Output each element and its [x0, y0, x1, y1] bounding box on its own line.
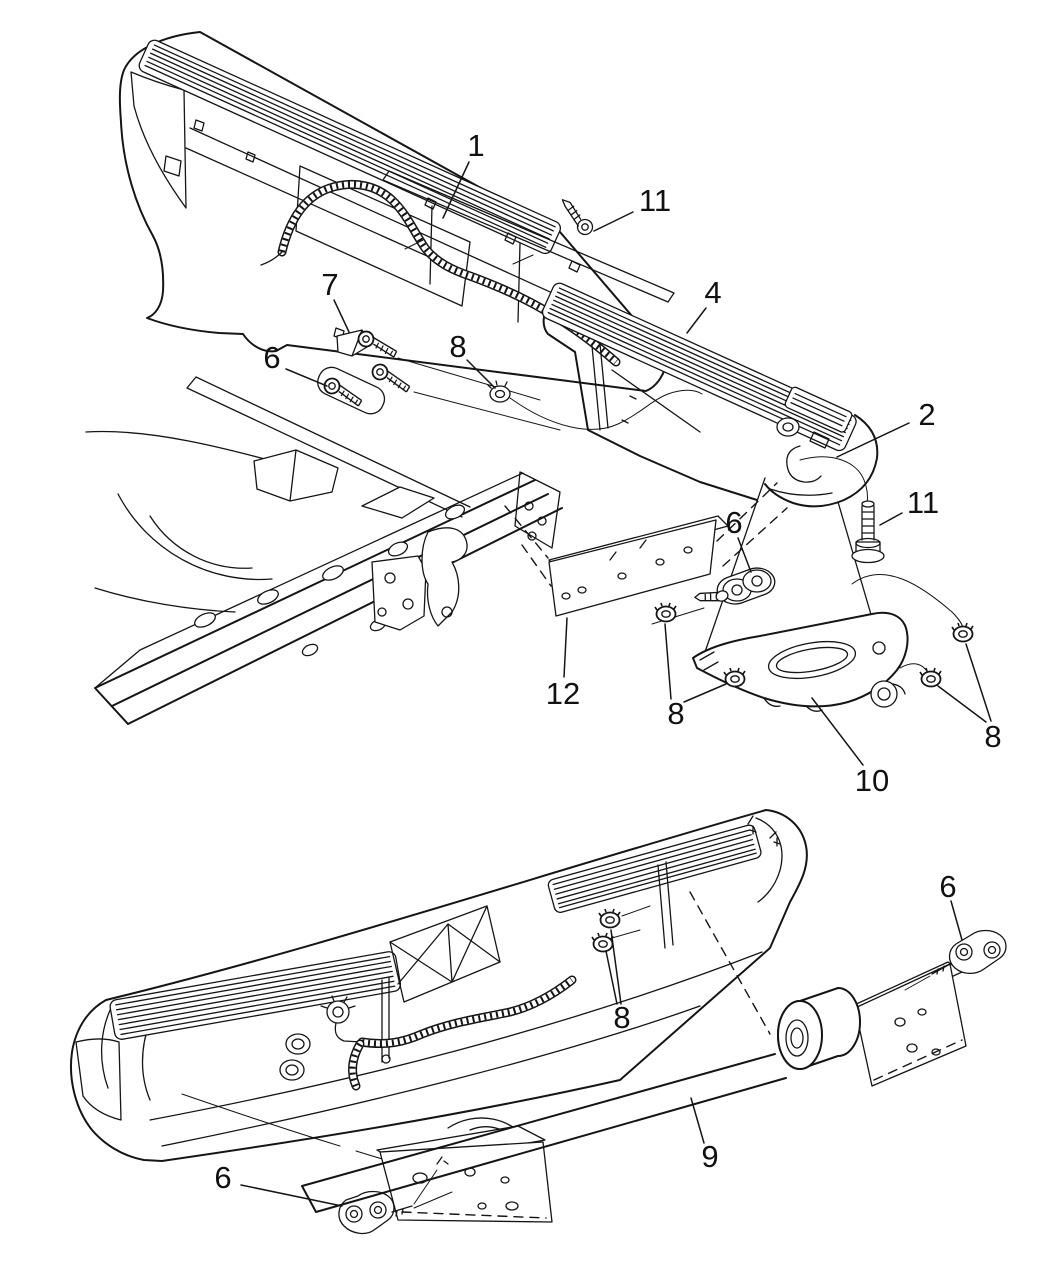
- link-bracket-right: [904, 929, 1007, 991]
- outer-bumper-face: [541, 282, 879, 653]
- callout-6-upper-left: 6: [263, 340, 280, 375]
- callout-12: 12: [546, 676, 580, 711]
- draw-bar: [301, 891, 1007, 1213]
- fasteners-top: [317, 199, 974, 688]
- callout-8-mid: 8: [667, 696, 684, 731]
- frame-rails: [85, 376, 563, 725]
- trailer-wiring-icon: [279, 975, 577, 1091]
- bumper-rail: [382, 170, 675, 303]
- callout-7: 7: [321, 267, 338, 302]
- wiring-harness-icon: [260, 179, 621, 367]
- callout-8-right: 8: [984, 719, 1001, 754]
- spacer-bracket: [651, 567, 776, 625]
- callout-8-upper: 8: [449, 329, 466, 364]
- upper-bumper: [118, 31, 669, 392]
- callouts: 1 11 7 6 8 4 2 11 6 12 8 10 8 8 6 9 6: [214, 128, 1002, 1207]
- license-brace-panel: [381, 861, 674, 1063]
- callout-10: 10: [855, 763, 889, 798]
- callout-6-bottom-right: 6: [939, 869, 956, 904]
- bolt-icon: [851, 500, 885, 564]
- callout-8-bottom: 8: [613, 1000, 630, 1035]
- callout-9: 9: [701, 1139, 718, 1174]
- callout-6-bottom-left: 6: [214, 1160, 231, 1195]
- callout-2: 2: [918, 397, 935, 432]
- callout-1: 1: [467, 128, 484, 163]
- hitch-plate: [548, 482, 788, 617]
- callout-11-mid: 11: [907, 485, 939, 520]
- callout-6-spacer: 6: [725, 505, 742, 540]
- lower-hitch-plate: [181, 1093, 553, 1235]
- callout-4: 4: [704, 275, 721, 310]
- callout-11-top: 11: [639, 183, 671, 218]
- lower-bumper: [70, 809, 808, 1162]
- support-arm: [692, 574, 964, 712]
